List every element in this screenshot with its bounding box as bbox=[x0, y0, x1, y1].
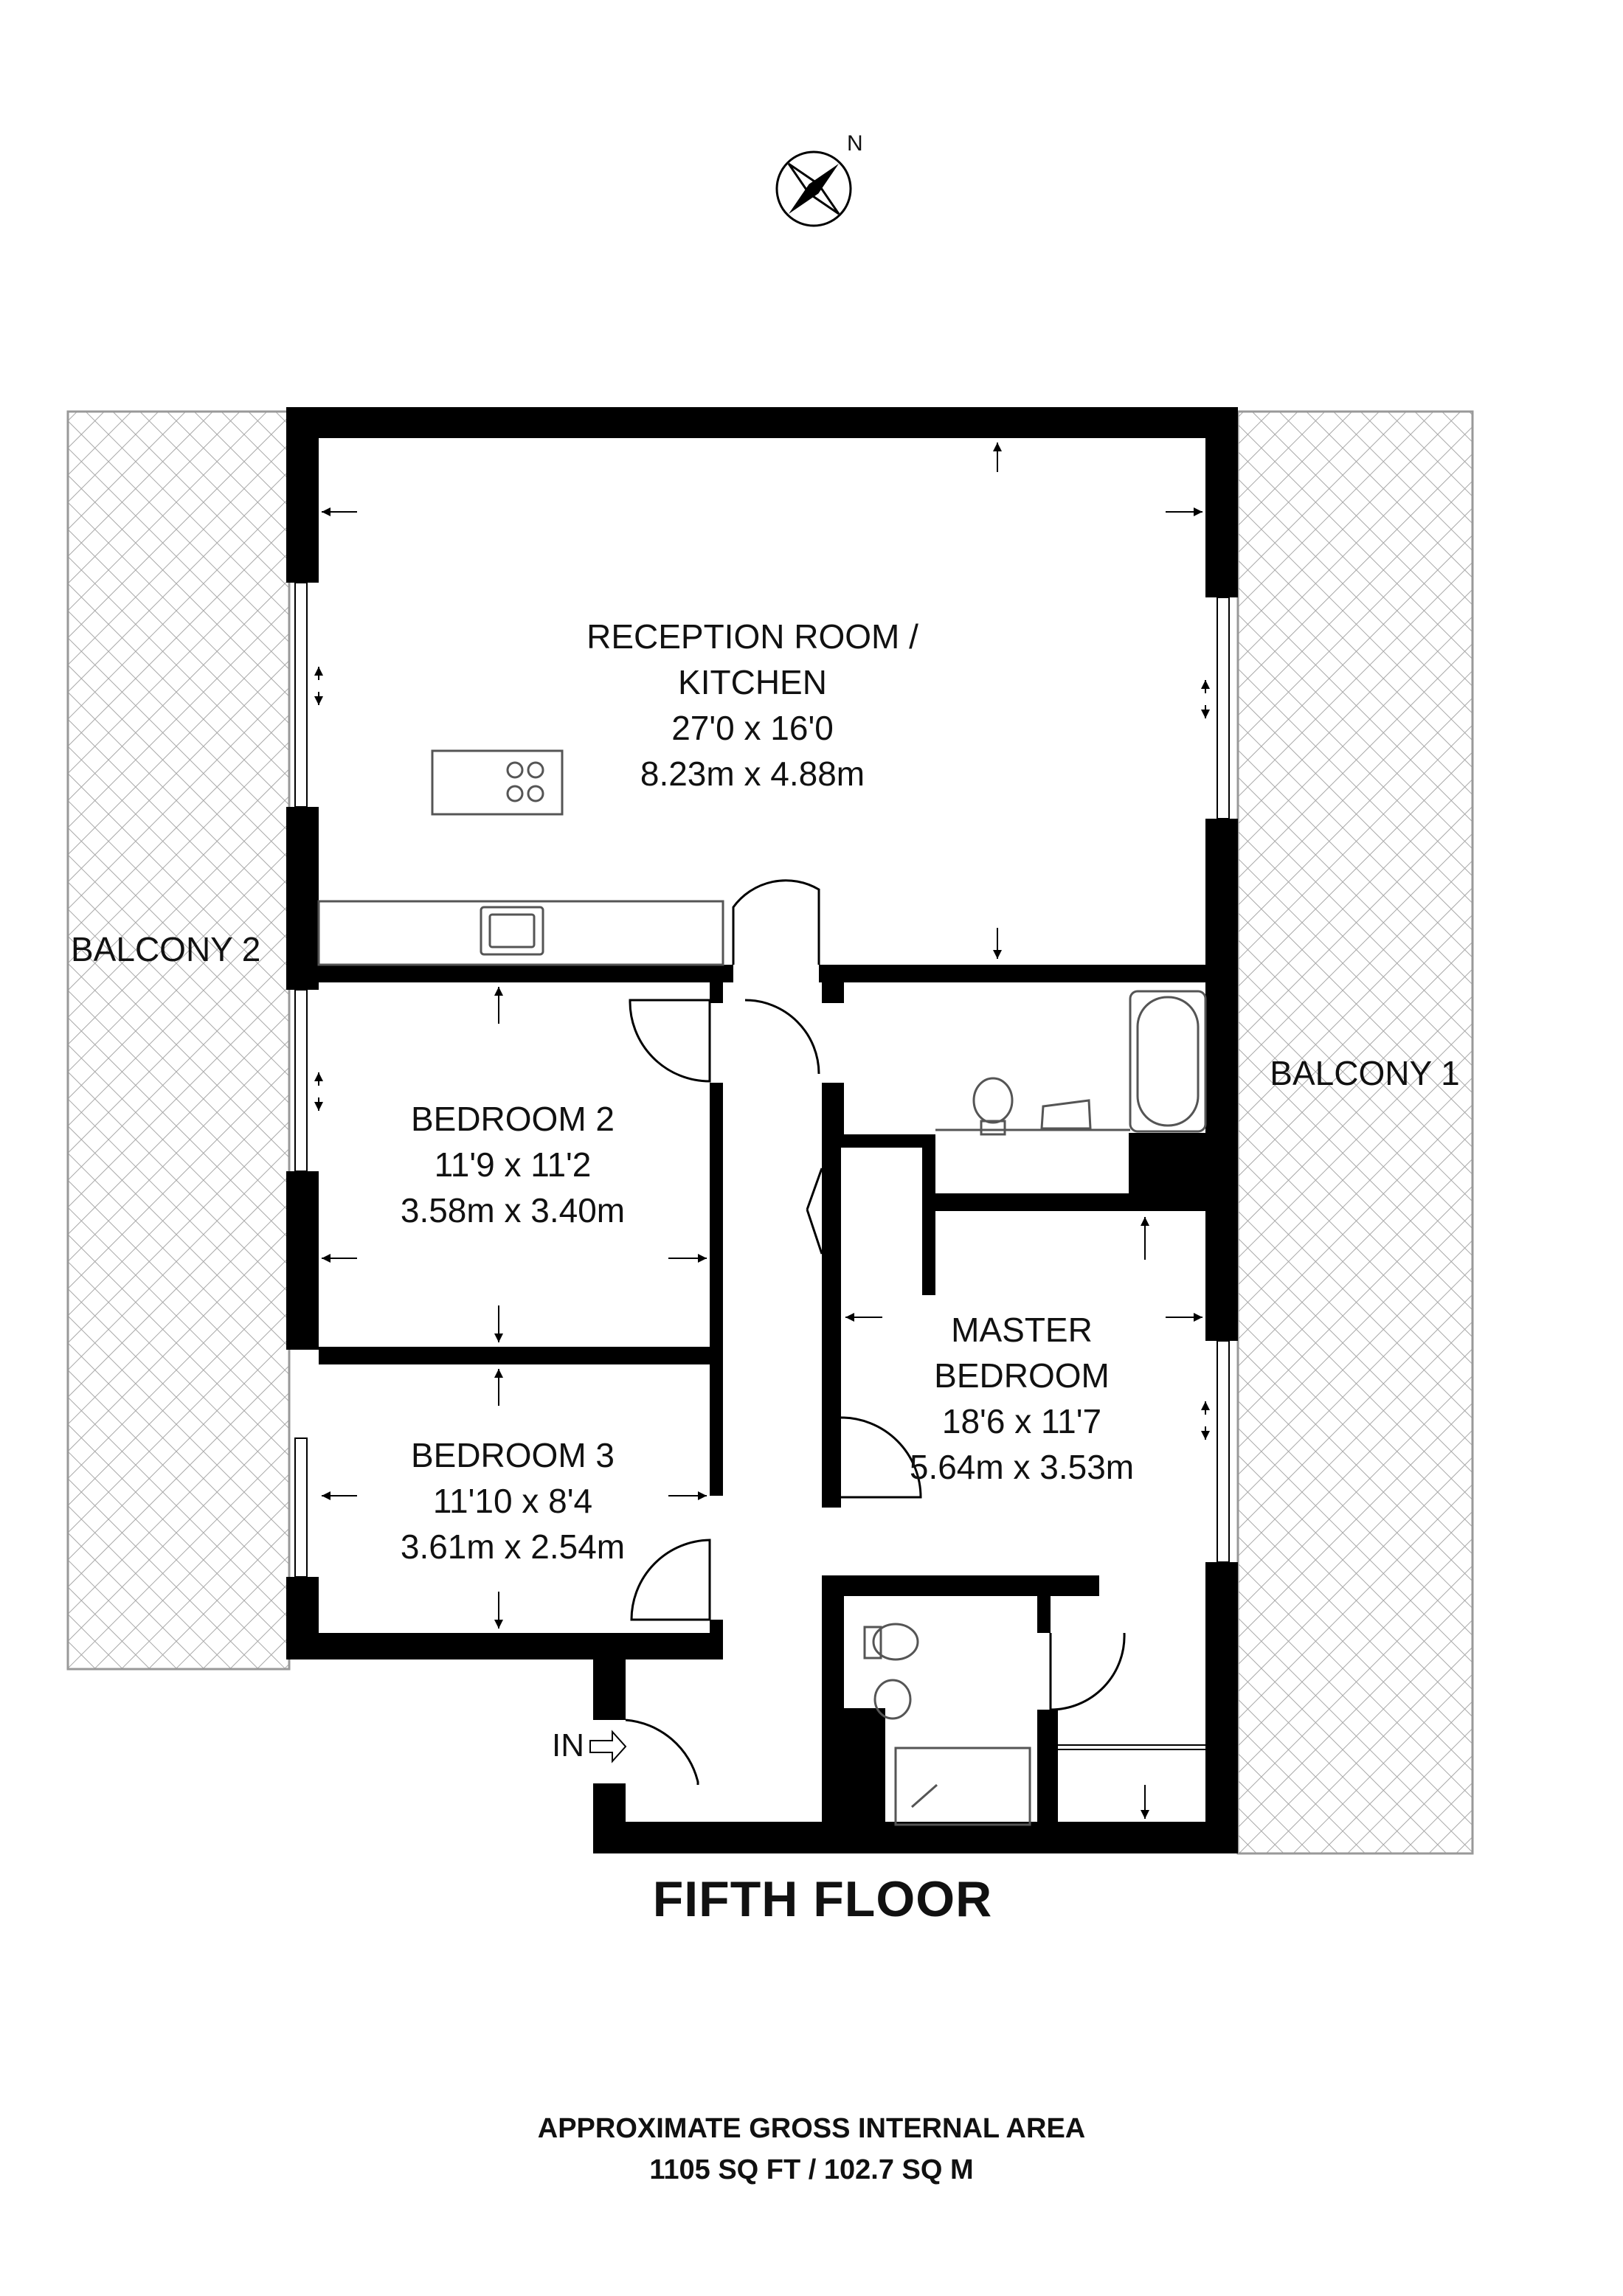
bedroom2-label: BEDROOM 2 11'9 x 11'2 3.58m x 3.40m bbox=[347, 1096, 679, 1233]
bedroom3-label: BEDROOM 3 11'10 x 8'4 3.61m x 2.54m bbox=[347, 1432, 679, 1570]
master-name-line1: MASTER bbox=[951, 1311, 1093, 1349]
kitchen-units bbox=[317, 749, 724, 966]
reception-label: RECEPTION ROOM / KITCHEN 27'0 x 16'0 8.2… bbox=[516, 614, 989, 797]
balcony-2-label: BALCONY 2 bbox=[71, 930, 261, 968]
bedroom2-imperial: 11'9 x 11'2 bbox=[434, 1145, 592, 1184]
balcony-2-area bbox=[66, 410, 291, 1671]
arrow-icon bbox=[314, 443, 1210, 1819]
area-line2: 1105 SQ FT / 102.7 SQ M bbox=[649, 2154, 974, 2185]
reception-name-line2: KITCHEN bbox=[678, 663, 827, 701]
toilet-icon bbox=[972, 1077, 1014, 1124]
master-metric: 5.64m x 3.53m bbox=[909, 1448, 1135, 1486]
area-line1: APPROXIMATE GROSS INTERNAL AREA bbox=[537, 2113, 1086, 2144]
sink-icon bbox=[480, 906, 544, 956]
bedroom3-name: BEDROOM 3 bbox=[410, 1436, 615, 1474]
reception-imperial: 27'0 x 16'0 bbox=[671, 709, 834, 747]
reception-metric: 8.23m x 4.88m bbox=[640, 755, 865, 793]
entrance-label: IN bbox=[552, 1727, 584, 1763]
windows bbox=[294, 582, 1230, 1750]
compass-rose-icon bbox=[775, 150, 852, 227]
compass-north-label: N bbox=[847, 131, 863, 156]
hob-icon bbox=[506, 761, 544, 802]
bedroom2-name: BEDROOM 2 bbox=[410, 1100, 615, 1138]
reception-name-line1: RECEPTION ROOM / bbox=[586, 617, 918, 656]
balcony-1-label: BALCONY 1 bbox=[1270, 1054, 1460, 1092]
bathtub-icon bbox=[1129, 990, 1207, 1133]
walls bbox=[286, 407, 1238, 1853]
master-imperial: 18'6 x 11'7 bbox=[941, 1402, 1102, 1440]
floor-title: FIFTH FLOOR bbox=[652, 1871, 993, 1927]
balcony-1-area bbox=[1236, 410, 1474, 1855]
bedroom3-imperial: 11'10 x 8'4 bbox=[432, 1482, 593, 1520]
area-summary: APPROXIMATE GROSS INTERNAL AREA 1105 SQ … bbox=[0, 2108, 1623, 2191]
entrance-arrow-icon bbox=[589, 1730, 627, 1763]
master-name-line2: BEDROOM bbox=[934, 1356, 1110, 1395]
bedroom2-metric: 3.58m x 3.40m bbox=[400, 1191, 626, 1229]
bath-fixtures bbox=[863, 990, 1207, 1826]
sink-icon bbox=[1040, 1099, 1092, 1130]
bedroom3-metric: 3.61m x 2.54m bbox=[400, 1527, 626, 1566]
door-swing-icon bbox=[625, 879, 1126, 1785]
shower-icon bbox=[894, 1747, 1031, 1826]
master-bedroom-label: MASTER BEDROOM 18'6 x 11'7 5.64m x 3.53m bbox=[856, 1307, 1188, 1490]
